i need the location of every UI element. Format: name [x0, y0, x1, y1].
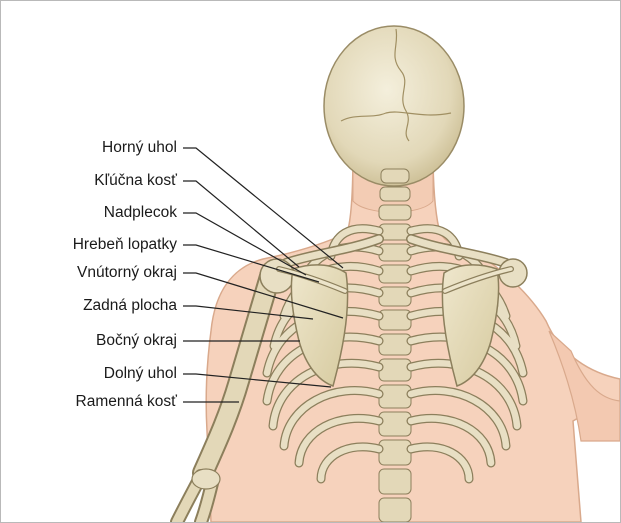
label-bocny-okraj: Bočný okraj	[1, 332, 177, 350]
label-nadplecok: Nadplecok	[1, 204, 177, 222]
leader-line-2	[183, 181, 299, 267]
label-horny-uhol: Horný uhol	[1, 139, 177, 157]
label-ramenna-kost: Ramenná kosť	[1, 393, 177, 411]
label-klucna-kost: Kľúčna kosť	[1, 172, 177, 190]
skull	[324, 26, 464, 186]
label-hreben-lopatky: Hrebeň lopatky	[1, 236, 177, 254]
label-vnutorny-okraj: Vnútorný okraj	[1, 264, 177, 282]
label-zadna-plocha: Zadná plocha	[1, 297, 177, 315]
label-dolny-uhol: Dolný uhol	[1, 365, 177, 383]
elbow	[192, 469, 220, 489]
humeral-head	[260, 259, 294, 293]
